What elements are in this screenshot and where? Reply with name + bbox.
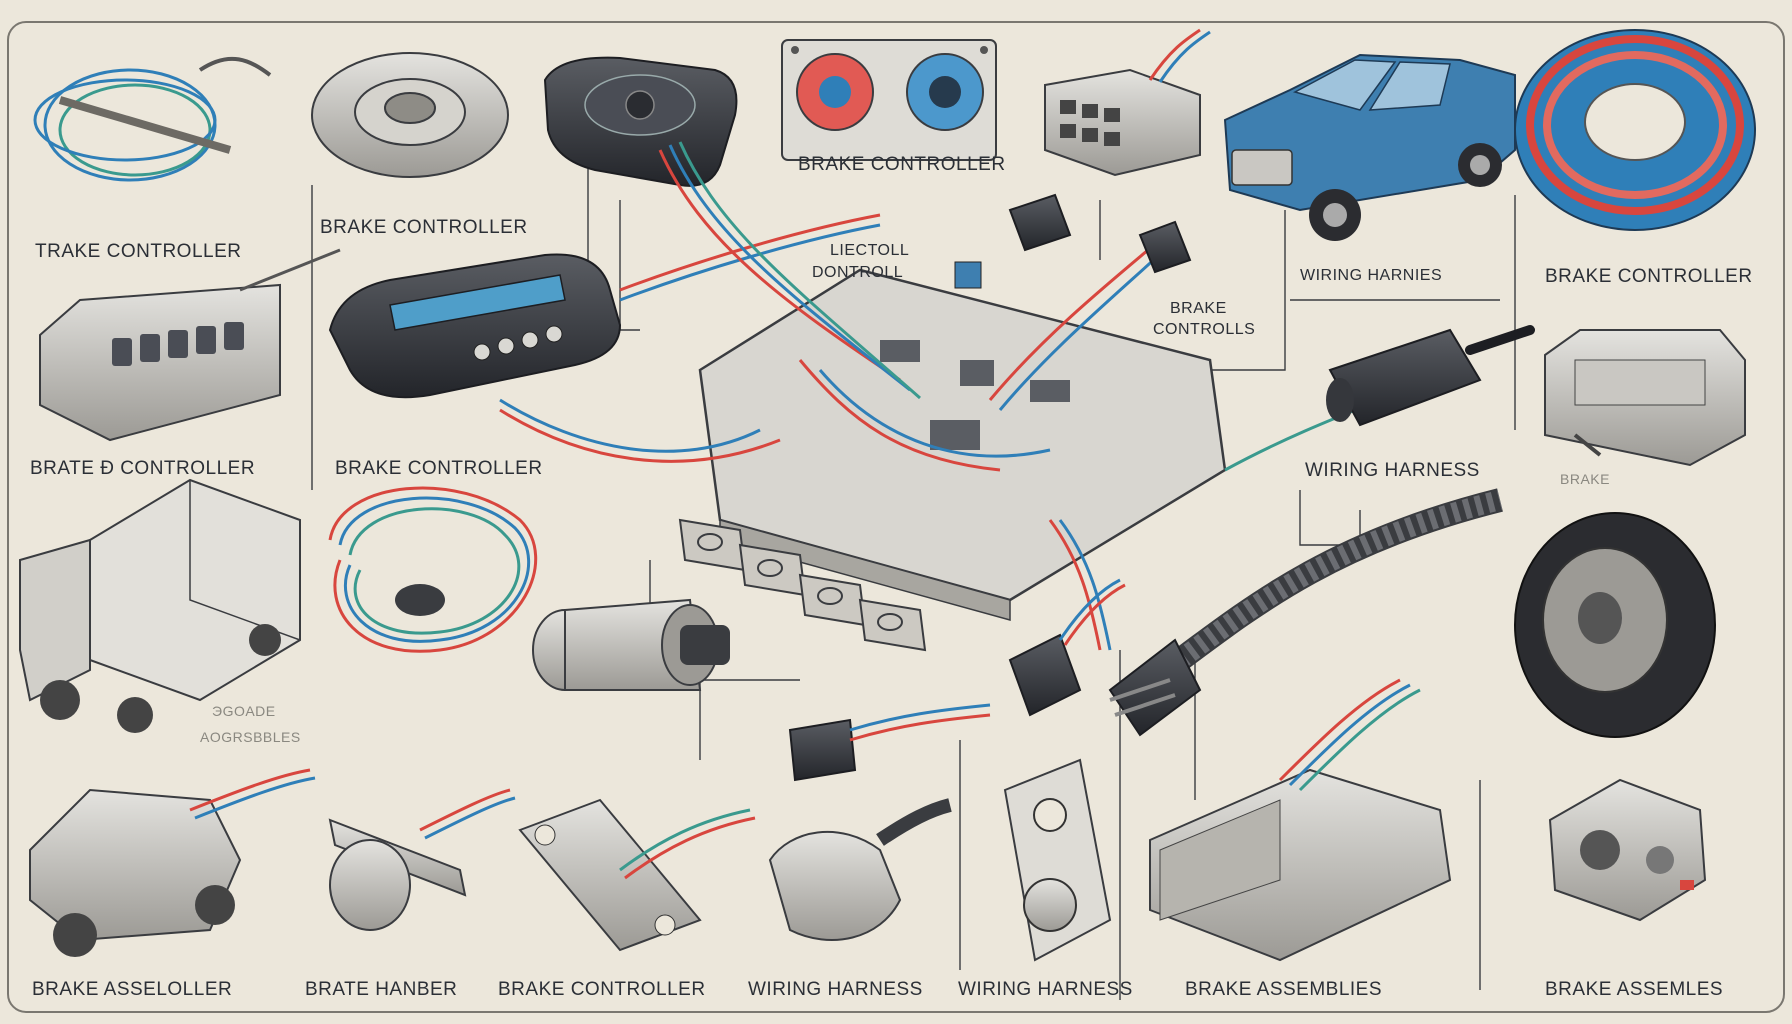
gauge-panel-illustration [781, 39, 997, 161]
label-rotor: BRAKE CONTROLLER [320, 217, 528, 238]
label-top-left: TRAKE CONTROLLER [35, 241, 241, 262]
box-van-illustration [19, 478, 301, 733]
harness-plug-illustration [768, 798, 952, 941]
plug-connector-illustration [1044, 28, 1211, 177]
label-harness-right: WIRING HARNESS [1305, 460, 1480, 481]
label-electro-1: LIECTOLL [830, 242, 909, 259]
label-bottom-6: BRAKE ASSEMBLIES [1185, 979, 1382, 1000]
ignition-plate-illustration [1003, 758, 1112, 962]
wire-spool-illustration [1514, 29, 1756, 231]
small-plug-illustration [788, 703, 991, 782]
label-van-faint-1: ЭGOADE [212, 703, 276, 719]
corrugated-cable-plug-illustration [1108, 488, 1503, 737]
trailer-plug-illustration [1326, 325, 1535, 427]
brake-hanger-illustration [328, 788, 516, 931]
label-electro-2: DONTROLL [812, 264, 903, 281]
module-controller-illustration [328, 253, 622, 399]
label-harness-top: WIRING HARNIES [1300, 267, 1442, 284]
dash-brake-controller-illustration [543, 56, 738, 187]
label-bottom-7: BRAKE ASSEMLES [1545, 979, 1723, 1000]
label-van-faint-2: AOGRSBBLES [200, 729, 301, 745]
small-connector-illustration [1008, 193, 1192, 274]
label-bottom-3: BRAKE CONTROLLER [498, 979, 706, 1000]
brake-actuator-illustration [532, 598, 730, 691]
leader-lines [311, 165, 1516, 1000]
label-module-center: BRAKE CONTROLLER [335, 458, 543, 479]
pickup-truck-illustration [1223, 53, 1516, 241]
label-bottom-2: BRATE HANBER [305, 979, 457, 1000]
label-controls-1: BRAKE [1170, 300, 1227, 317]
label-right-faint-1: BRAKE [1560, 471, 1610, 487]
brake-assembly-illustration-left [29, 768, 316, 957]
label-left-mid: BRATE Ɖ CONTROLLER [30, 458, 255, 479]
right-junction-block-illustration [1544, 329, 1746, 467]
center-plug-illustration [1008, 578, 1126, 717]
wire-coil-illustration [33, 56, 272, 182]
label-controls-2: CONTROLLS [1153, 321, 1255, 338]
junction-block-illustration [39, 248, 341, 442]
sheet-frame [7, 21, 1785, 1013]
label-truck-right: BRAKE CONTROLLER [1545, 266, 1753, 287]
label-bottom-5: WIRING HARNESS [958, 979, 1133, 1000]
control-module-illustration [1149, 678, 1452, 962]
brake-rotor-illustration [311, 52, 509, 178]
bracket-illustration [518, 798, 756, 952]
wire-loop-illustration [328, 486, 538, 653]
label-bottom-4: WIRING HARNESS [748, 979, 923, 1000]
brake-assembly-illustration-right [1548, 778, 1707, 922]
label-bottom-1: BRAKE ASSELOLLER [32, 979, 232, 1000]
tire-illustration [1514, 512, 1716, 738]
label-center-top: BRAKE CONTROLLER [798, 154, 1006, 175]
central-junction-box-illustration [678, 261, 1227, 652]
